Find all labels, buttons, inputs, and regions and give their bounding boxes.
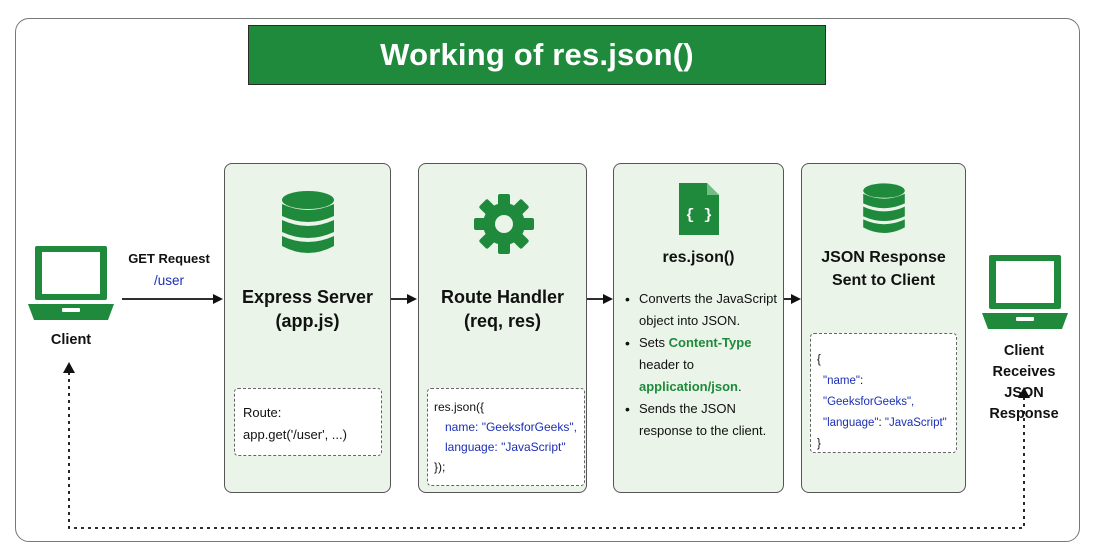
express-server-card: Express Server (app.js) Route: app.get('…	[224, 163, 391, 493]
json-open: {	[817, 354, 821, 366]
code-lang-value: "JavaScript"	[501, 440, 566, 454]
bullet-converts: Converts the JavaScript object into JSON…	[623, 288, 781, 332]
bullet-sends: Sends the JSON response to the client.	[623, 398, 781, 442]
json-lang-value: "JavaScript"	[884, 417, 947, 429]
resjson-title: res.json()	[662, 249, 735, 266]
diagram-frame	[15, 18, 1080, 542]
json-name-line: "name": "GeeksforGeeks",	[823, 375, 915, 408]
json-close: }	[817, 438, 821, 450]
resjson-card: { } res.json() Converts the JavaScript o…	[613, 163, 784, 493]
client-label: Client	[50, 332, 92, 348]
code-lang-key: language	[445, 440, 495, 454]
client-right: Client Receives JSON Response	[972, 253, 1076, 422]
code-name-value: "GeeksforGeeks",	[481, 420, 577, 434]
json-lang-key: "language"	[823, 417, 879, 429]
response-title-2: Sent to Client	[831, 272, 936, 289]
client-receives-label: Client Receives JSON Response	[989, 343, 1059, 422]
route-handler-card: Route Handler (req, res) res.json({ name…	[418, 163, 587, 493]
handler-title-1: Route Handler	[440, 287, 564, 307]
database-icon	[863, 183, 905, 233]
laptop-icon	[982, 255, 1068, 329]
response-title-1: JSON Response	[821, 249, 946, 266]
express-title-1: Express Server	[241, 287, 374, 307]
bullet-sets-header: Sets Content-Type header to application/…	[623, 332, 781, 398]
code-open: res.json({	[434, 400, 485, 414]
json-file-icon: { }	[679, 183, 719, 235]
mime-type-text: application/json	[639, 379, 738, 394]
gear-icon	[474, 194, 534, 254]
client-left: Client	[26, 244, 116, 354]
laptop-icon	[28, 246, 114, 320]
json-response-card: JSON Response Sent to Client { "name": "…	[801, 163, 966, 493]
express-title-2: (app.js)	[275, 311, 340, 331]
handler-title-2: (req, res)	[463, 311, 542, 331]
code-name-key: name	[445, 420, 476, 434]
handler-code-box: res.json({ name: "GeeksforGeeks", langua…	[427, 388, 585, 486]
request-path: /user	[153, 273, 184, 288]
title-banner: Working of res.json()	[248, 25, 826, 85]
code-name-line: name: "GeeksforGeeks",	[445, 420, 577, 434]
resjson-bullets: Converts the JavaScript object into JSON…	[623, 288, 781, 442]
route-code: app.get('/user', ...)	[243, 427, 347, 442]
json-name-key: "name"	[823, 375, 860, 387]
request-method: GET Request	[128, 251, 210, 266]
json-name-value: "GeeksforGeeks",	[823, 396, 915, 408]
route-label: Route:	[243, 405, 282, 420]
database-icon	[282, 191, 334, 253]
json-lang-line: "language": "JavaScript"	[823, 417, 947, 429]
svg-text:{ }: { }	[685, 207, 712, 224]
response-code-box: { "name": "GeeksforGeeks", "language": "…	[810, 333, 957, 453]
express-code-box: Route: app.get('/user', ...)	[234, 388, 382, 456]
content-type-text: Content-Type	[668, 335, 752, 350]
request-label: GET Request /user	[118, 251, 220, 288]
page-title: Working of res.json()	[380, 37, 694, 72]
code-close: });	[434, 460, 446, 474]
code-lang-line: language: "JavaScript"	[445, 440, 566, 454]
